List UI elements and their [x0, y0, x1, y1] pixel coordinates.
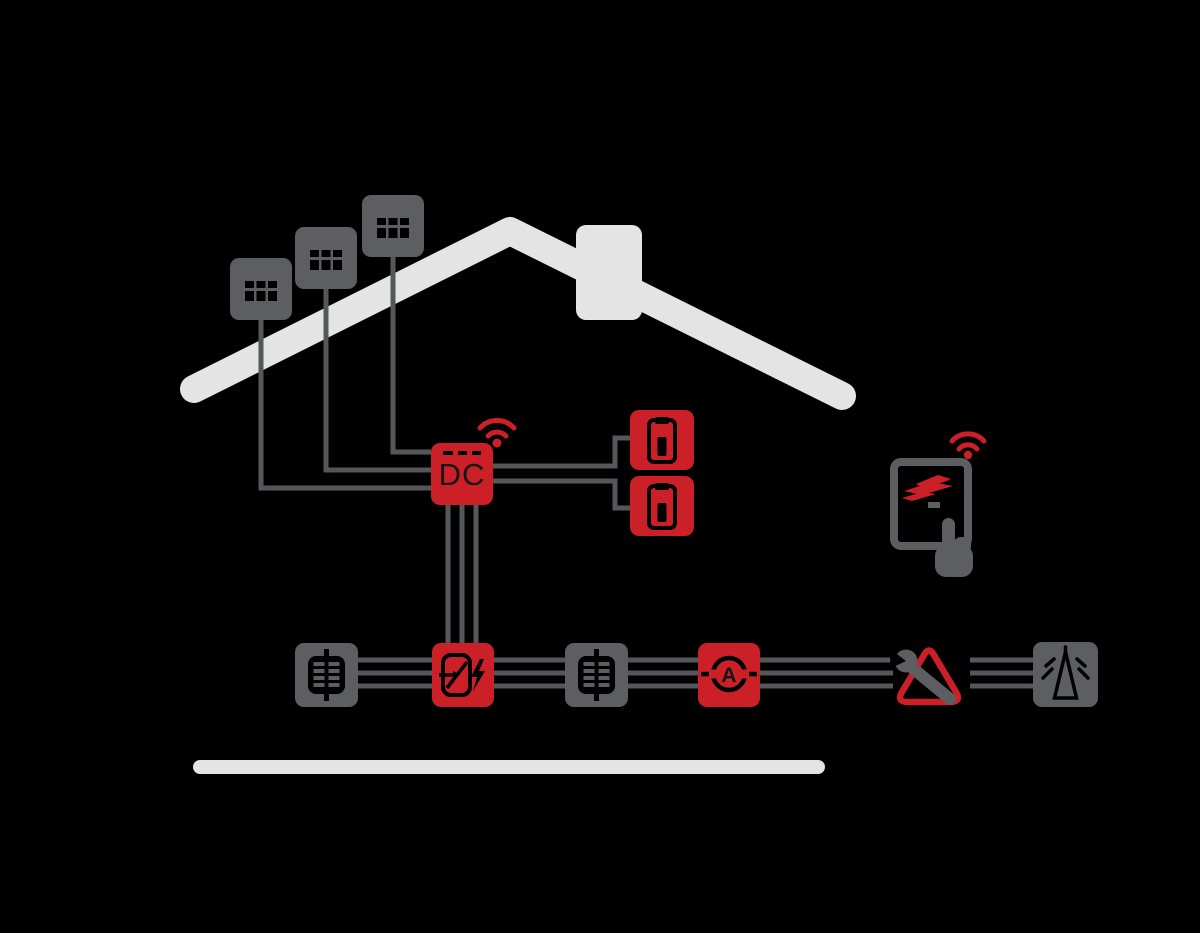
power-pylon-icon: [1041, 645, 1090, 700]
pv-wire-3: [390, 253, 431, 455]
electric-meter-icon: [578, 649, 615, 701]
ac-bus-wires: [356, 657, 1035, 689]
roof-icon: [180, 217, 856, 410]
ammeter-label: A: [721, 664, 736, 687]
ammeter-icon: A: [701, 655, 757, 693]
battery-wire-bottom: [493, 478, 632, 511]
wifi-icon: [949, 431, 987, 460]
battery-wires: [493, 435, 632, 511]
battery-wire-top: [493, 435, 632, 469]
pv-string-wires: [258, 253, 431, 491]
battery-1: [630, 410, 694, 470]
logo-text: [928, 502, 940, 508]
dc-ac-inverter-lightning-icon: [439, 653, 485, 697]
dc-box-pins-icon: [443, 451, 481, 455]
solar-panel-3: [362, 195, 424, 257]
wrench-icon: [889, 648, 956, 705]
solar-panel-2: [295, 227, 357, 289]
electric-meter-icon: [308, 649, 345, 701]
dc-optimizer-box: DC: [431, 443, 493, 505]
battery-2: [630, 476, 694, 536]
solar-panel-icon: [245, 281, 277, 301]
house-meter-right: [565, 643, 628, 707]
current-meter-box: A: [698, 643, 760, 707]
solar-panel-icon: [310, 250, 342, 270]
battery-icon: [647, 417, 677, 464]
tap-hand-icon: [935, 518, 973, 577]
grid-box: [1033, 642, 1098, 707]
solar-panel-icon: [377, 218, 409, 238]
house-meter-left: [295, 643, 358, 707]
pv-wire-2: [323, 285, 431, 473]
inverter-box: [432, 643, 494, 707]
service-point: [889, 647, 962, 706]
bird-logo-icon: [902, 475, 953, 508]
wifi-icon: [477, 418, 517, 448]
solar-panel-1: [230, 258, 292, 320]
ground-line-icon: [193, 760, 825, 774]
battery-icon: [647, 483, 677, 530]
dc-label: DC: [438, 457, 486, 492]
pv-wire-1: [258, 316, 431, 491]
tablet-icon: [890, 458, 972, 550]
warning-triangle-icon: [896, 647, 962, 706]
dc-inverter-wires: [445, 503, 479, 645]
